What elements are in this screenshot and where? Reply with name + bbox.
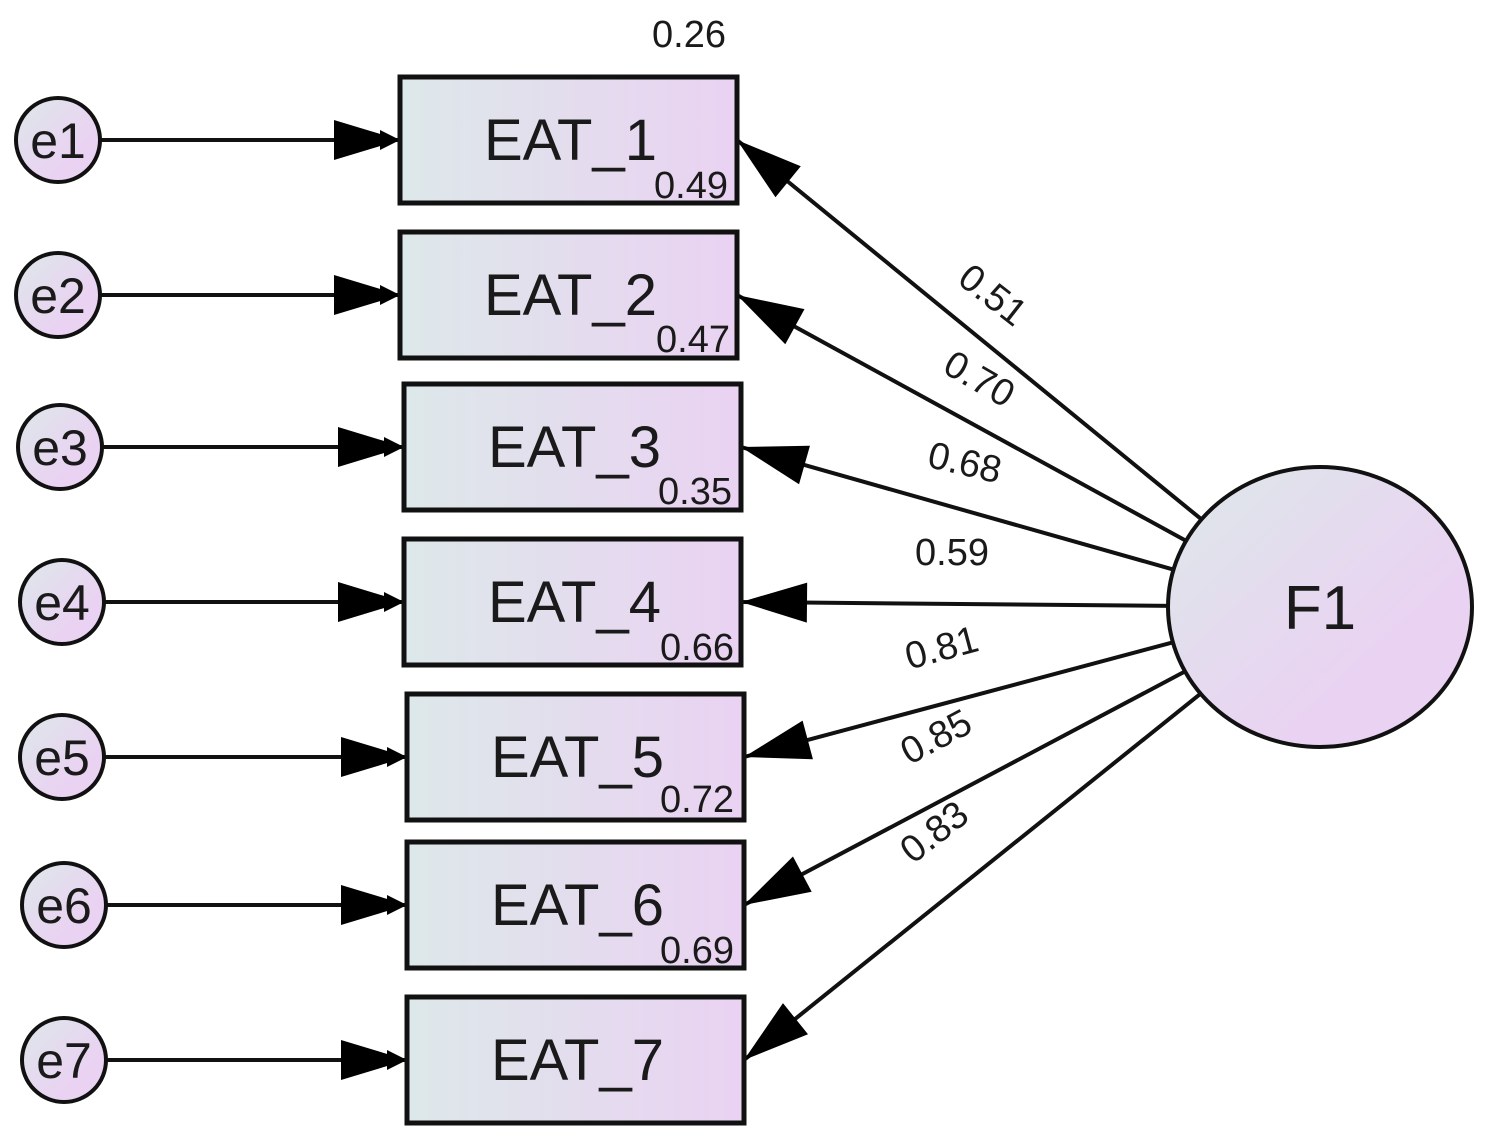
latent-factor-label: F1 <box>1284 574 1356 643</box>
indicator-label: EAT_3 <box>488 415 661 480</box>
indicator-label: EAT_4 <box>488 570 661 635</box>
error-term-label: e5 <box>34 730 90 786</box>
r-squared-label: 0.49 <box>654 165 728 207</box>
error-term-label: e1 <box>30 113 86 169</box>
loading-path-eat_4 <box>740 600 1172 608</box>
r-squared-label: 0.66 <box>660 627 734 669</box>
error-term-label: e3 <box>32 420 88 476</box>
r-squared-label: 0.69 <box>660 930 734 972</box>
arrowhead <box>341 737 407 777</box>
indicator-eat_5 <box>404 691 747 823</box>
arrowhead <box>744 1003 808 1060</box>
arrowhead <box>737 295 805 345</box>
error-term-label: e6 <box>36 878 92 934</box>
indicator-label: EAT_1 <box>484 108 657 173</box>
arrowhead <box>741 582 808 623</box>
loading-label: 0.81 <box>901 619 983 679</box>
loading-label: 0.68 <box>924 435 1006 493</box>
loading-path-eat_3 <box>740 445 1177 573</box>
indicator-label: EAT_5 <box>491 725 664 790</box>
error-term-e4 <box>18 558 106 646</box>
loading-label: 0.70 <box>936 343 1021 416</box>
arrowhead <box>741 445 810 485</box>
loading-label: 0.83 <box>893 793 977 872</box>
indicator-eat_6 <box>404 839 747 971</box>
arrowhead <box>341 1040 407 1080</box>
arrowhead <box>334 120 400 160</box>
loading-path-eat_1 <box>735 138 1206 523</box>
error-term-e5 <box>18 713 106 801</box>
indicator-eat_1 <box>397 74 740 206</box>
arrowhead <box>338 427 404 467</box>
arrowhead <box>737 140 801 198</box>
arrowhead <box>338 582 404 622</box>
arrowhead <box>334 275 400 315</box>
error-term-e6 <box>20 861 108 949</box>
arrowhead <box>744 856 812 905</box>
loading-path-eat_7 <box>742 690 1205 1062</box>
indicator-eat_7 <box>404 994 747 1126</box>
indicator-eat_3 <box>401 381 744 513</box>
latent-factor-f1 <box>1166 465 1474 749</box>
loading-label: 0.59 <box>915 532 989 574</box>
error-term-e1 <box>14 96 102 184</box>
indicator-label: EAT_2 <box>484 263 657 328</box>
error-term-label: e4 <box>34 575 90 631</box>
error-term-label: e7 <box>36 1033 92 1089</box>
error-term-e2 <box>14 251 102 339</box>
loading-path-eat_6 <box>743 668 1189 907</box>
error-term-e3 <box>16 403 104 491</box>
loading-path-eat_2 <box>736 293 1190 545</box>
indicator-label: EAT_6 <box>491 873 664 938</box>
loading-path-eat_5 <box>743 639 1177 759</box>
r-squared-label: 0.35 <box>658 471 732 513</box>
r-squared-label: 0.26 <box>652 14 726 56</box>
r-squared-label: 0.47 <box>656 319 730 361</box>
indicator-label: EAT_7 <box>491 1028 664 1093</box>
error-term-e7 <box>20 1016 108 1104</box>
error-term-label: e2 <box>30 268 86 324</box>
r-squared-label: 0.72 <box>660 779 734 821</box>
arrowhead <box>341 885 407 925</box>
arrowhead <box>744 720 813 760</box>
indicator-eat_4 <box>401 536 744 668</box>
indicator-eat_2 <box>397 229 740 361</box>
